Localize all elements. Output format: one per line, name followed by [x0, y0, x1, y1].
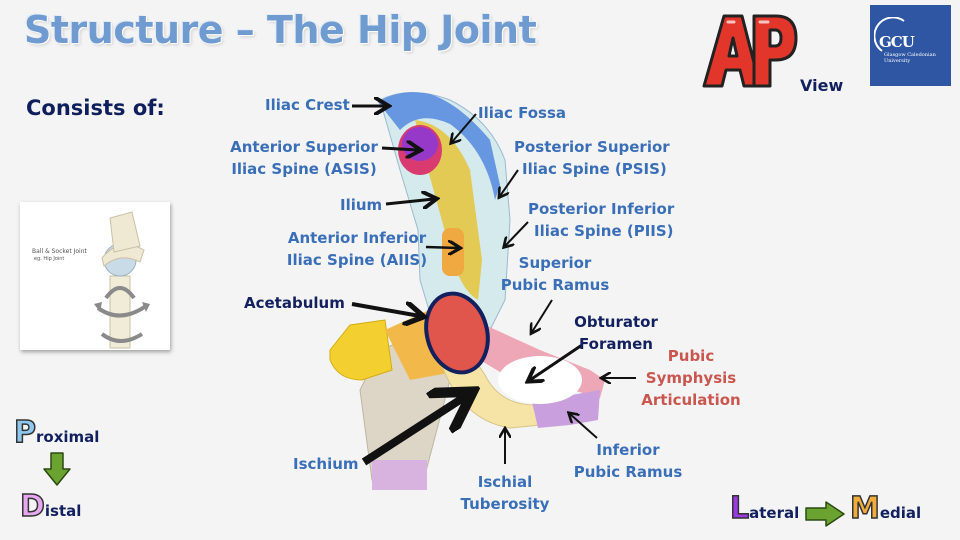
label-ipr-line1: Inferior — [596, 441, 660, 459]
proximal-rest: roximal — [36, 428, 100, 446]
proximal-label: Proximal — [13, 415, 100, 450]
arrow-inferior-pubic-ramus — [570, 414, 598, 439]
label-ischial-tuberosity: Ischial Tuberosity — [455, 471, 555, 515]
femur-distal-segment — [372, 460, 427, 490]
distal-rest: istal — [44, 502, 82, 520]
down-arrow-icon — [43, 452, 71, 486]
medial-rest: edial — [879, 504, 922, 522]
arrow-aiis — [425, 247, 458, 248]
medial-letter: M — [849, 491, 880, 526]
arrow-ilium — [385, 199, 434, 204]
label-ipr-line2: Pubic Ramus — [573, 463, 683, 481]
label-superior-pubic-ramus: Superior Pubic Ramus — [500, 252, 610, 296]
label-piis-line1: Posterior Inferior — [528, 200, 675, 218]
ap-view-badge — [698, 8, 798, 94]
distal-letter: D — [19, 489, 45, 524]
ap-letters-icon — [702, 14, 798, 88]
greater-trochanter — [329, 319, 393, 381]
arrow-piis — [505, 221, 529, 246]
label-spr-line1: Superior — [518, 254, 592, 272]
lateral-rest: ateral — [749, 504, 800, 522]
label-iliac-crest: Iliac Crest — [265, 96, 350, 114]
acetabulum-socket — [424, 291, 490, 375]
arrow-iliac-fossa — [452, 113, 477, 142]
label-ischial-line2: Tuberosity — [460, 495, 550, 513]
arrow-superior-pubic-ramus — [532, 299, 553, 332]
label-symphysis-line3: Articulation — [641, 391, 741, 409]
logo-initials: GCU — [879, 33, 915, 51]
label-symphysis-line2: Symphysis — [645, 369, 737, 387]
ball-socket-inset-image: Ball & Socket Joint eg. Hip Joint — [20, 202, 170, 350]
label-obturator-line2: Foramen — [579, 335, 653, 353]
arrow-ischium — [361, 396, 466, 466]
subtitle: Consists of: — [26, 96, 165, 120]
label-aiis-line1: Anterior Inferior — [287, 229, 427, 247]
view-label: View — [800, 76, 844, 95]
label-symphysis-line1: Pubic — [667, 347, 715, 365]
label-psis-line1: Posterior Superior — [514, 138, 670, 156]
logo-name: Glasgow Caledonian University — [884, 52, 936, 64]
label-asis-line1: Anterior Superior — [230, 138, 378, 156]
ball-socket-joint-icon — [94, 211, 150, 349]
right-arrow-icon — [805, 501, 845, 527]
label-asis-line2: Iliac Spine (ASIS) — [231, 160, 377, 178]
proximal-letter: P — [13, 415, 37, 450]
medial-label: Medial — [849, 491, 922, 526]
label-ilium: Ilium — [340, 196, 383, 214]
logo-name-line1: Glasgow Caledonian — [884, 52, 936, 58]
label-psis: Posterior Superior Iliac Spine (PSIS) — [514, 136, 670, 180]
inset-example: eg. Hip Joint — [34, 256, 65, 262]
label-obturator-foramen: Obturator Foramen — [570, 311, 662, 355]
distal-label: Distal — [19, 489, 82, 524]
label-aiis: Anterior Inferior Iliac Spine (AIIS) — [286, 227, 428, 271]
gcu-logo: GCU Glasgow Caledonian University — [870, 5, 951, 86]
inset-caption: Ball & Socket Joint — [32, 248, 87, 255]
label-acetabulum: Acetabulum — [244, 294, 345, 312]
arrow-acetabulum — [351, 304, 420, 316]
label-ischium: Ischium — [293, 455, 359, 473]
label-pubic-symphysis: Pubic Symphysis Articulation — [636, 345, 746, 411]
slide-title: Structure – The Hip Joint — [24, 8, 537, 52]
label-inferior-pubic-ramus: Inferior Pubic Ramus — [572, 439, 684, 483]
label-piis-line2: Iliac Spine (PIIS) — [534, 222, 674, 240]
lateral-label: Lateral — [729, 491, 800, 526]
label-obturator-line1: Obturator — [574, 313, 658, 331]
label-psis-line2: Iliac Spine (PSIS) — [522, 160, 667, 178]
iliac-crest-region — [378, 92, 500, 200]
label-piis: Posterior Inferior Iliac Spine (PIIS) — [528, 198, 674, 242]
arrow-asis — [381, 148, 418, 150]
label-spr-line2: Pubic Ramus — [500, 276, 610, 294]
label-aiis-line2: Iliac Spine (AIIS) — [286, 251, 428, 269]
logo-arc-icon — [874, 17, 905, 52]
label-ischial-line1: Ischial — [477, 473, 533, 491]
arrow-psis — [500, 169, 519, 196]
lateral-letter: L — [729, 491, 750, 526]
label-asis: Anterior Superior Iliac Spine (ASIS) — [230, 136, 378, 180]
logo-name-line2: University — [884, 58, 911, 64]
label-iliac-fossa: Iliac Fossa — [478, 104, 567, 122]
arrow-obturator-foramen — [530, 343, 583, 380]
